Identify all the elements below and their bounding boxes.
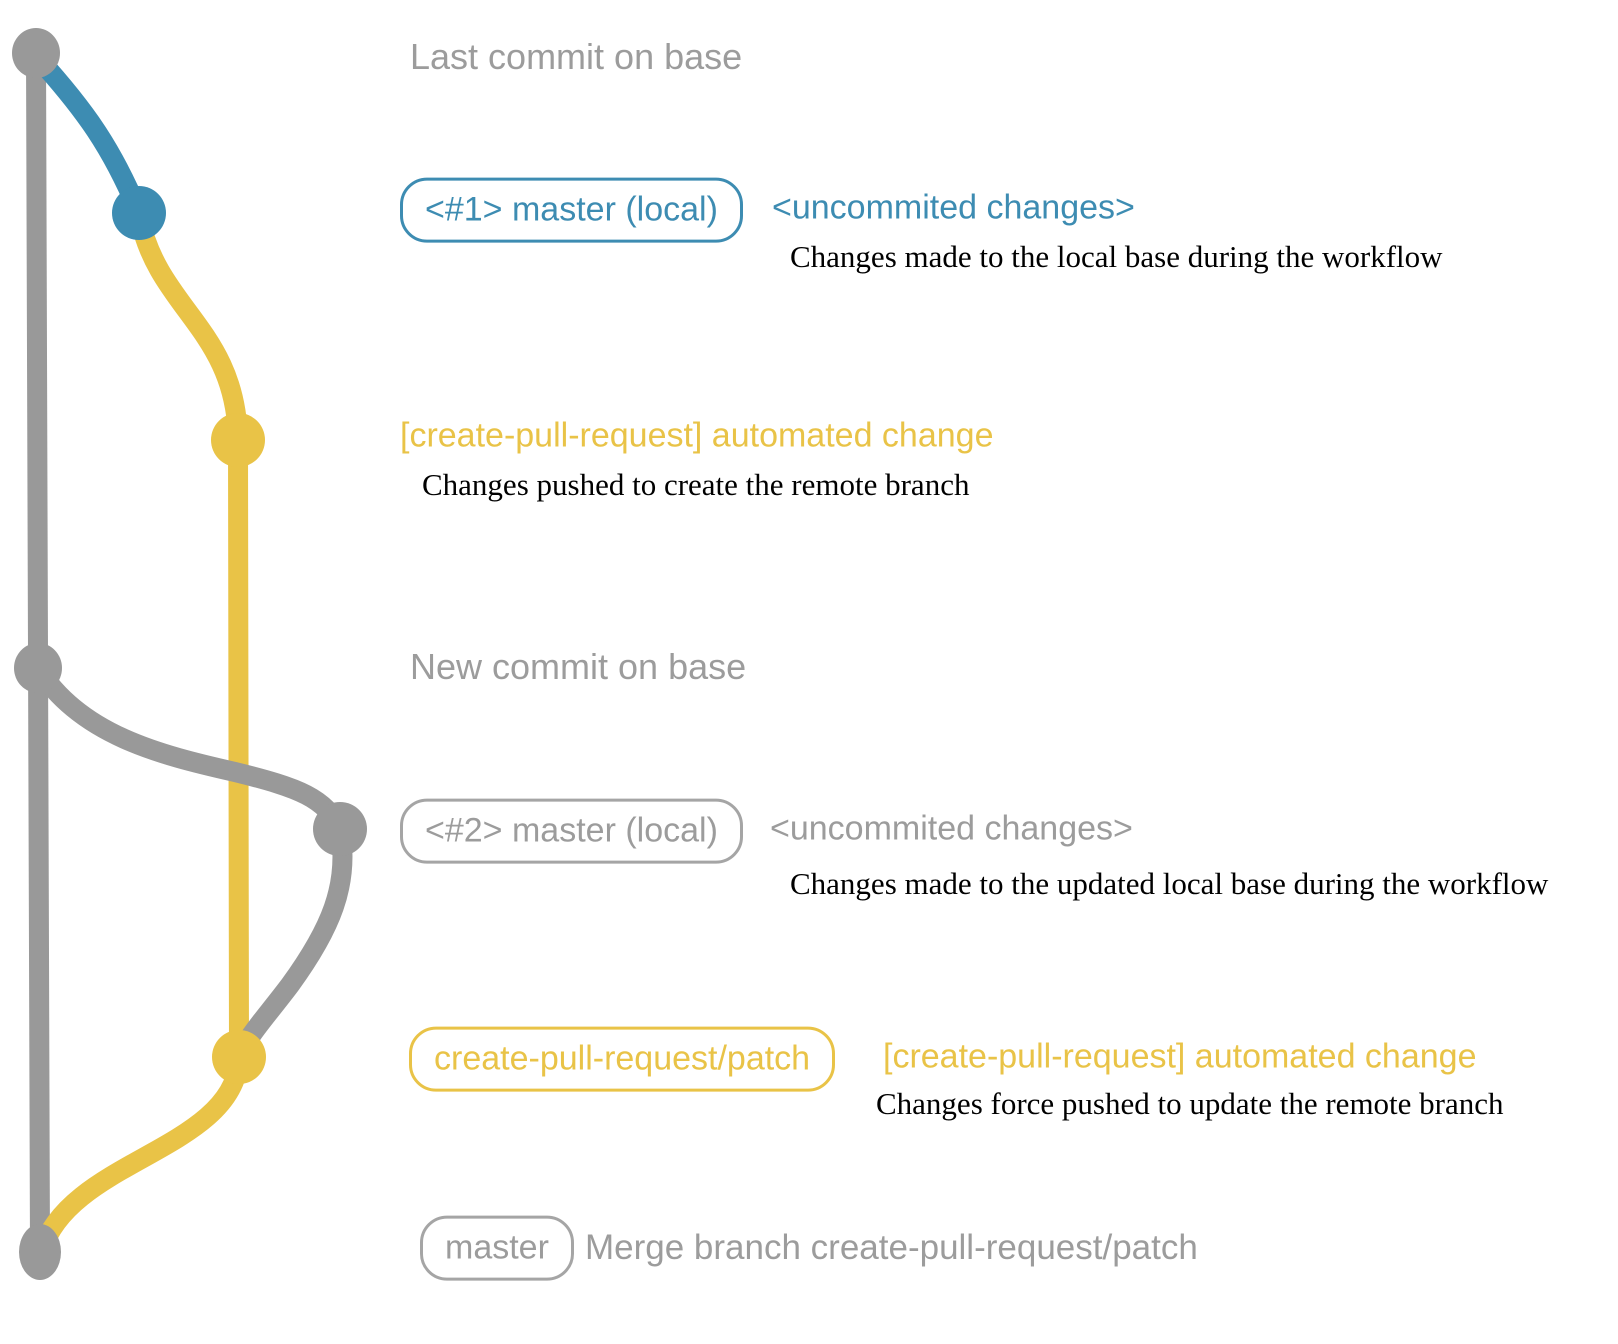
commit-remote-1 — [211, 413, 265, 467]
branch-badge-master-local-2: <#2> master (local) — [400, 798, 743, 864]
commit-title-automated-change-1: [create-pull-request] automated change — [400, 416, 994, 455]
label-new-commit-on-base: New commit on base — [410, 646, 747, 687]
commit-local-1 — [112, 186, 166, 240]
remote-branch-line — [228, 430, 249, 1067]
commit-title-automated-change-2: [create-pull-request] automated change — [883, 1037, 1477, 1076]
commit-last-base — [12, 28, 60, 78]
commit-new-base — [14, 643, 62, 693]
branch-badge-create-pull-request-patch: create-pull-request/patch — [409, 1026, 836, 1092]
rebase-curve — [28, 658, 350, 839]
branch-badge-master-local-1: <#1> master (local) — [400, 177, 743, 243]
commit-desc-local-changes-2: Changes made to the updated local base d… — [790, 866, 1549, 901]
commit-desc-push-remote: Changes pushed to create the remote bran… — [422, 467, 970, 502]
commit-remote-2 — [212, 1030, 266, 1084]
branch-badge-master: master — [420, 1215, 574, 1281]
commit-merge — [19, 1224, 61, 1280]
force-push-curve — [230, 819, 353, 1067]
commit-title-uncommited-2: <uncommited changes> — [770, 809, 1133, 848]
commit-title-merge-branch: Merge branch create-pull-request/patch — [585, 1228, 1198, 1267]
local-change-curve-1 — [28, 48, 149, 223]
commit-desc-force-push: Changes force pushed to update the remot… — [876, 1086, 1504, 1121]
push-to-remote-curve — [130, 210, 248, 450]
commit-desc-local-changes-1: Changes made to the local base during th… — [790, 239, 1443, 274]
commit-local-2 — [313, 802, 367, 856]
label-last-commit-on-base: Last commit on base — [410, 36, 743, 77]
merge-curve — [32, 1050, 249, 1260]
commit-title-uncommited-1: <uncommited changes> — [772, 188, 1135, 227]
